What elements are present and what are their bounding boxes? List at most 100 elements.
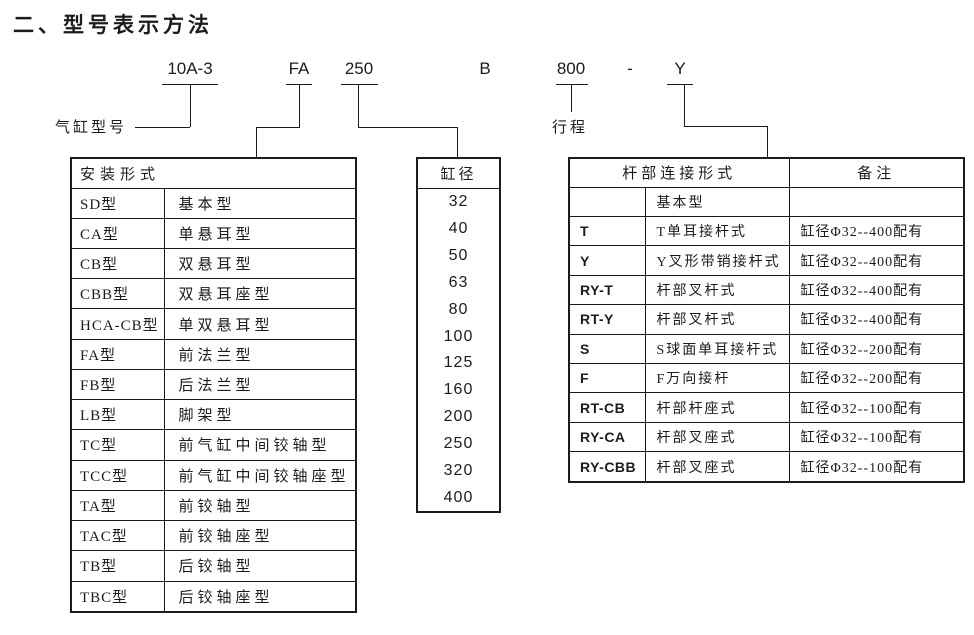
mounting-code: CA型 [70,217,165,249]
rod-desc: 杆部叉座式 [644,451,790,483]
rod-code: RY-CBB [568,451,646,483]
mounting-desc: 后法兰型 [163,368,357,401]
bore-value: 250 [443,434,474,452]
table-row: CB型双悬耳型 [70,247,357,280]
bore-diameter-table: 缸径 32 40 50 63 80 100 125 160 200 250 32… [416,157,501,513]
rod-desc: 杆部叉杆式 [644,274,790,306]
bore-value-list: 32 40 50 63 80 100 125 160 200 250 320 4… [418,189,499,511]
bore-value: 400 [443,488,474,506]
mounting-code: SD型 [70,187,165,219]
connector-elbow-rod [684,126,768,127]
rod-remark: 缸径Φ32--100配有 [788,451,965,483]
rod-code: T [568,215,646,247]
mounting-code: CB型 [70,247,165,280]
rod-table-header-connection: 杆部连接形式 [568,157,790,188]
rod-desc: F万向接杆 [644,363,790,394]
mounting-desc: 基本型 [163,187,357,219]
mounting-code: TA型 [70,489,165,522]
rod-desc: S球面单耳接杆式 [644,333,790,365]
rod-remark: 缸径Φ32--400配有 [788,274,965,306]
connector-underline-model [162,84,218,85]
mounting-code: TB型 [70,550,165,582]
rod-desc: Y叉形带销接杆式 [644,245,790,276]
mounting-desc: 前法兰型 [163,338,357,370]
table-row: CA型单悬耳型 [70,217,357,249]
mounting-desc: 双悬耳座型 [163,278,357,310]
rod-desc: T单耳接杆式 [644,215,790,247]
bore-value: 63 [448,273,469,291]
rod-remark: 缸径Φ32--400配有 [788,245,965,276]
bore-value: 80 [448,300,469,318]
mounting-type-table: 安装形式 SD型基本型 CA型单悬耳型 CB型双悬耳型 CBB型双悬耳座型 HC… [70,157,357,613]
code-segment-bore: 250 [344,59,374,78]
connector-stem-stroke [571,85,572,112]
code-segment-stroke: 800 [556,59,586,78]
connector-underline-rod [667,84,693,85]
connector-elbow-bore [358,127,458,128]
bore-value: 200 [443,408,474,426]
code-segment-b: B [479,59,491,78]
connector-stem-model [190,85,191,127]
connector-elbow-mounting [256,127,300,128]
mounting-desc: 前铰轴型 [163,489,357,522]
bore-value: 50 [448,247,469,265]
code-segment-model: 10A-3 [167,59,213,78]
mounting-code: TC型 [70,429,165,461]
mounting-code: FB型 [70,368,165,401]
mounting-desc: 前气缸中间铰轴型 [163,429,357,461]
bore-table-header: 缸径 [418,159,499,189]
rod-code [568,186,646,217]
label-cylinder-model: 气缸型号 [55,120,128,136]
table-row: SD型基本型 [70,187,357,219]
mounting-desc: 后铰轴型 [163,550,357,582]
bore-value: 100 [443,327,474,345]
rod-code: S [568,333,646,365]
mounting-desc: 前气缸中间铰轴座型 [163,459,357,491]
bore-value: 32 [448,193,469,211]
page-title: 二、型号表示方法 [13,14,213,37]
mounting-desc: 后铰轴座型 [163,580,357,613]
bore-value: 40 [448,220,469,238]
rod-code: RY-T [568,274,646,306]
rod-remark: 缸径Φ32--400配有 [788,304,965,335]
mounting-desc: 单悬耳型 [163,217,357,249]
rod-remark [788,186,965,217]
rod-remark: 缸径Φ32--200配有 [788,333,965,365]
rod-code: RY-CA [568,421,646,453]
rod-table-header-remark: 备注 [788,157,965,188]
mounting-code: HCA-CB型 [70,308,165,340]
rod-code: F [568,363,646,394]
rod-desc: 杆部叉杆式 [644,304,790,335]
mounting-desc: 单双悬耳型 [163,308,357,340]
rod-remark: 缸径Φ32--100配有 [788,421,965,453]
connector-stem-rod [684,85,685,127]
mounting-code: TCC型 [70,459,165,491]
connector-drop-mounting [256,127,257,158]
table-row: HCA-CB型单双悬耳型 [70,308,357,340]
mounting-desc: 双悬耳型 [163,247,357,280]
mounting-code: TBC型 [70,580,165,613]
rod-code: RT-CB [568,392,646,423]
rod-code: Y [568,245,646,276]
table-row: FB型后法兰型 [70,368,357,401]
bore-value: 160 [443,381,474,399]
rod-desc: 基本型 [644,186,790,217]
mounting-code: CBB型 [70,278,165,310]
connector-drop-rod [767,126,768,158]
rod-code: RT-Y [568,304,646,335]
bore-value: 320 [443,461,474,479]
table-row: TB型后铰轴型 [70,550,357,582]
mounting-desc: 前铰轴座型 [163,520,357,552]
table-row: FA型前法兰型 [70,338,357,370]
rod-remark: 缸径Φ32--200配有 [788,363,965,394]
